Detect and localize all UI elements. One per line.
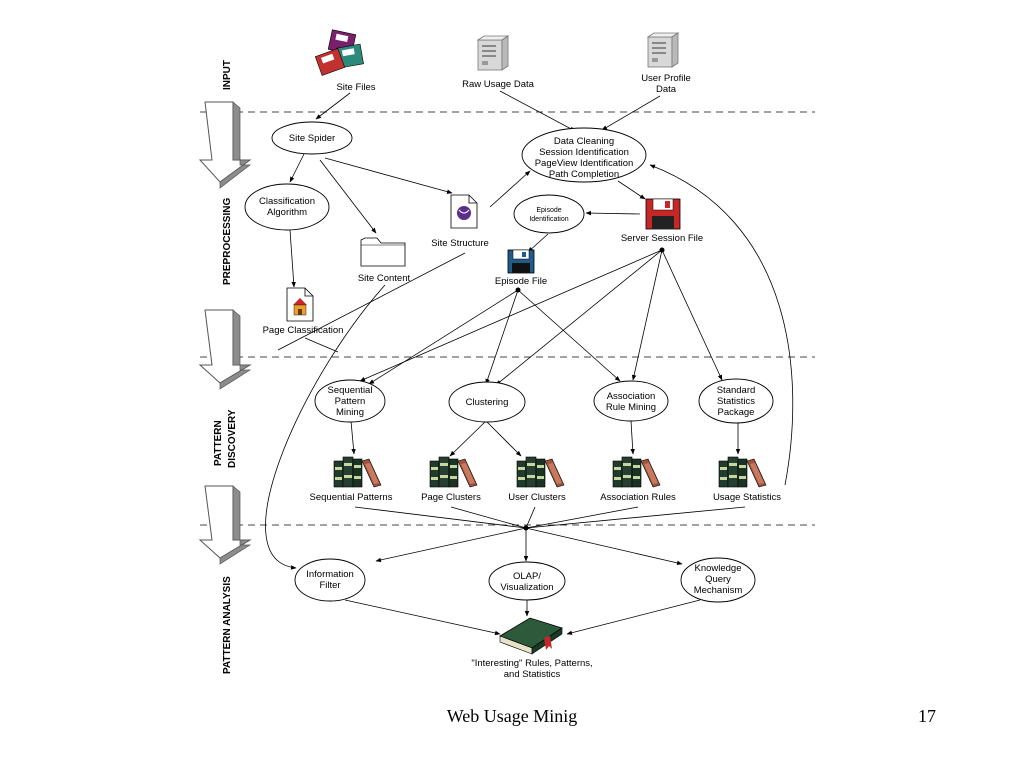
kqm-label-1: Knowledge (694, 563, 741, 574)
data-cleaning-label-4: Path Completion (549, 169, 619, 180)
node-sequential-patterns: Sequential Patterns (310, 492, 393, 503)
node-site-content: Site Content (358, 273, 411, 284)
node-episode-file: Episode File (495, 276, 547, 287)
node-usage-statistics: Usage Statistics (713, 492, 781, 503)
stage-label-pattern-analysis: PATTERN ANALYSIS (222, 576, 233, 674)
info-filter-label-2: Filter (319, 580, 340, 591)
node-site-spider (271, 121, 353, 155)
user-clusters-books-icon (516, 456, 565, 488)
node-knowledge-query-mechanism (680, 557, 756, 603)
node-information-filter (294, 558, 366, 602)
stats-pkg-label-2: Statistics (717, 396, 755, 407)
episode-file-floppy-icon (507, 249, 535, 274)
node-association-rules: Association Rules (600, 492, 676, 503)
page-classification-doc-icon (286, 287, 314, 322)
assoc-mining-label-2: Rule Mining (606, 402, 656, 413)
closed-book-icon (499, 617, 563, 655)
data-cleaning-label-1: Data Cleaning (554, 136, 614, 147)
node-classification-algorithm (244, 183, 330, 231)
node-server-session-file: Server Session File (621, 233, 703, 244)
junction-dot (515, 287, 521, 293)
stage-arrow-icon (198, 309, 252, 390)
sequential-patterns-books-icon (333, 456, 382, 488)
stage-label-preprocessing: PREPROCESSING (222, 198, 233, 285)
node-sequential-pattern-mining (314, 379, 386, 423)
node-user-clusters: User Clusters (508, 492, 566, 503)
slide-page-number: 17 (918, 706, 936, 726)
seq-mining-label-1: Sequential (328, 385, 373, 396)
node-standard-statistics-package (698, 378, 774, 424)
episode-id-label-1: Episode (536, 207, 561, 214)
site-content-folder-icon (360, 237, 406, 267)
classification-label-1: Classification (259, 196, 315, 207)
stats-pkg-label-3: Package (718, 407, 755, 418)
stage-arrow-icon (198, 101, 252, 189)
node-olap-visualization (488, 561, 566, 601)
node-episode-identification (513, 194, 585, 234)
node-user-profile-data-l2: Data (656, 84, 677, 95)
association-rules-books-icon (612, 456, 661, 488)
olap-label-2: Visualization (500, 582, 553, 593)
site-spider-label: Site Spider (289, 133, 335, 144)
clustering-label: Clustering (466, 397, 509, 408)
slide-footer-title: Web Usage Minig (446, 706, 578, 726)
raw-usage-data-server-icon (477, 35, 509, 71)
node-site-structure: Site Structure (431, 238, 489, 249)
server-session-floppy-icon (645, 198, 681, 230)
kqm-label-2: Query (705, 574, 731, 585)
usage-statistics-books-icon (718, 456, 767, 488)
site-files-icon (314, 29, 364, 76)
node-raw-usage-data: Raw Usage Data (462, 79, 535, 90)
classification-label-2: Algorithm (267, 207, 307, 218)
edges (265, 90, 794, 636)
node-site-files: Site Files (336, 82, 375, 93)
node-page-classification: Page Classification (263, 325, 344, 336)
stage-label-input: INPUT (222, 60, 233, 90)
episode-id-label-2: Identification (529, 216, 568, 223)
assoc-mining-label-1: Association (607, 391, 656, 402)
node-interesting-results-l2: and Statistics (504, 669, 561, 680)
node-data-cleaning (521, 127, 647, 183)
node-association-rule-mining (593, 380, 669, 422)
node-clustering (448, 381, 526, 423)
data-cleaning-label-3: PageView Identification (535, 158, 634, 169)
seq-mining-label-2: Pattern (335, 396, 366, 407)
info-filter-label-1: Information (306, 569, 354, 580)
node-page-clusters: Page Clusters (421, 492, 481, 503)
node-user-profile-data-l1: User Profile (641, 73, 691, 84)
stage-label-pattern: PATTERN (213, 420, 224, 466)
junction-dot (523, 525, 529, 531)
junction-dot (659, 247, 665, 253)
kqm-label-3: Mechanism (694, 585, 743, 596)
stats-pkg-label-1: Standard (717, 385, 756, 396)
stage-arrow-icon (198, 485, 252, 565)
olap-label-1: OLAP/ (513, 571, 541, 582)
node-interesting-results-l1: "Interesting" Rules, Patterns, (471, 658, 592, 669)
seq-mining-label-3: Mining (336, 407, 364, 418)
stage-label-discovery: DISCOVERY (227, 409, 238, 468)
page-clusters-books-icon (429, 456, 478, 488)
data-cleaning-label-2: Session Identification (539, 147, 629, 158)
site-structure-doc-icon (450, 194, 478, 229)
user-profile-server-icon (647, 32, 679, 68)
